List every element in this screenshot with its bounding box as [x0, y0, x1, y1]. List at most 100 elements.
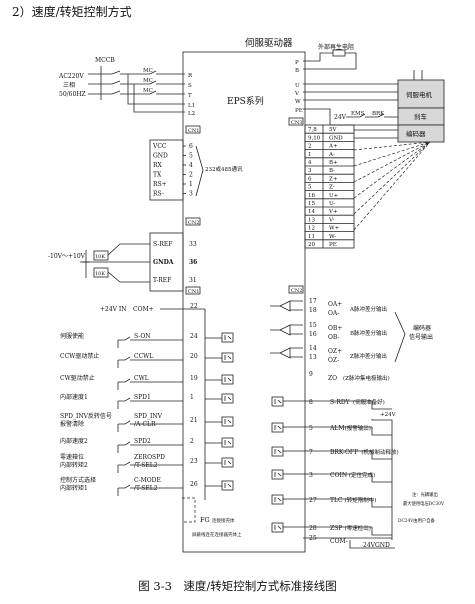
- comm-signal-1: GND: [153, 153, 168, 160]
- enc-signal-11: V-: [328, 217, 334, 223]
- source-line-3: 50/60HZ: [59, 91, 86, 98]
- fg-note: 连接接壳体: [212, 517, 235, 524]
- enc-signal-0: 5V: [329, 127, 337, 133]
- comm-pin-2: 4: [189, 162, 193, 169]
- enc-signal-6: Z+: [329, 176, 338, 182]
- input-desc-3-0: 内部速度1: [60, 393, 88, 401]
- input-opto-1: [221, 352, 234, 363]
- enc-signal-9: U-: [329, 201, 336, 207]
- enc-pin-0: 7,8: [308, 127, 317, 133]
- comm-signal-3: TX: [153, 172, 162, 179]
- comm-label: 232或485通讯: [205, 165, 243, 173]
- output-desc-5: (零速检出): [345, 524, 371, 532]
- out-gnd: 24VGND: [363, 542, 390, 549]
- com-plus-pin: 22: [190, 303, 198, 310]
- out-note-1: 注：光耦输出: [412, 491, 438, 498]
- power-lines: [88, 66, 185, 113]
- resistor-wiring: [303, 49, 399, 126]
- enc-pin-12: 12: [308, 226, 315, 232]
- input-name-7-0: C-MODE: [134, 477, 161, 484]
- enc-pin-1: 9,10: [308, 135, 321, 141]
- resistor-label: 外部再生电阻: [318, 43, 354, 51]
- cn2-tag: [288, 285, 304, 294]
- enc-signal-4: B+: [329, 160, 338, 166]
- term-p: P: [295, 60, 299, 66]
- term-w: W: [295, 99, 301, 105]
- output-pin-3: 3: [309, 472, 313, 479]
- term-l1: L1: [188, 103, 195, 109]
- enc-pin-3: 1: [308, 152, 312, 158]
- input-pin-0: 24: [190, 333, 198, 340]
- comm-pin-5: 3: [189, 191, 193, 198]
- input-opto-7: [221, 480, 234, 491]
- input-pin-4: 21: [190, 417, 198, 424]
- enc-signal-10: V+: [328, 209, 338, 215]
- term-t: T: [188, 93, 192, 99]
- output-name-4: TLC: [330, 497, 343, 504]
- resistor-symbol: [332, 49, 346, 57]
- input-pin-3: 1: [190, 394, 194, 401]
- output-pin-2: 7: [309, 449, 313, 456]
- analog-signal-0: S-REF: [153, 241, 172, 248]
- enc-pin-14: 20: [308, 242, 315, 248]
- input-desc-0-0: 伺服使能: [60, 332, 84, 340]
- shield-bracket: [182, 497, 196, 523]
- input-desc-4-1: 报警清除: [60, 420, 84, 428]
- pulse-pin-b-0: 18: [309, 307, 317, 314]
- input-name-4-0: SPD_INV: [134, 413, 163, 420]
- cn1-label: CN1: [188, 128, 199, 134]
- pulse-block: 1718OA+OA-A脉冲差分输出1516OB+OB-B脉冲差分输出1413OZ…: [270, 298, 387, 364]
- enc-signal-14: PE: [329, 242, 337, 248]
- drive-title: 伺服驱动器: [245, 37, 293, 49]
- input-desc-1-0: CCW驱动禁止: [60, 352, 99, 360]
- output-name-5: ZSP: [330, 525, 342, 532]
- pulse-name-a-0: OA+: [328, 301, 342, 308]
- input-pin-7: 26: [190, 481, 198, 488]
- comm-signal-2: RX: [153, 162, 163, 169]
- pulse-pin-b-2: 13: [309, 354, 317, 361]
- out-supply: +24V: [380, 412, 397, 418]
- term-r: R: [188, 73, 193, 79]
- enc-out-brace: [394, 311, 406, 363]
- output-pin-4: 27: [309, 497, 317, 504]
- input-pin-2: 19: [190, 375, 198, 382]
- enc-signal-3: A-: [328, 152, 335, 158]
- input-pin-1: 20: [190, 353, 198, 360]
- out-supply-rail: [371, 419, 393, 540]
- input-name-6-0: ZEROSPD: [134, 454, 165, 461]
- pot-1-label: 10K: [95, 254, 105, 260]
- mc-label-3: MC: [143, 88, 153, 94]
- enc-pin-10: 14: [308, 209, 315, 215]
- comm-pin-3: 2: [189, 172, 193, 179]
- output-opto-2: [271, 446, 284, 457]
- pulse-pin-a-1: 15: [309, 322, 317, 329]
- input-desc-6-0: 零速箝位: [60, 453, 84, 461]
- pulse-pin-a-2: 14: [309, 345, 317, 352]
- enc-out-label-1: 编码器: [413, 324, 431, 332]
- term-pe: PE: [295, 108, 303, 114]
- cn3-label: CN3: [291, 120, 302, 126]
- analog-pin-1: 36: [189, 259, 197, 266]
- enc-signal-2: A+: [328, 144, 338, 150]
- input-desc-6-1: 内部转矩2: [60, 461, 88, 469]
- comm-signal-0: VCC: [152, 143, 167, 150]
- enc-pin-13: 11: [308, 234, 315, 240]
- zo-pin: 9: [309, 371, 313, 378]
- output-opto-1: [271, 422, 284, 433]
- cn3-tag: [288, 117, 304, 126]
- zo-name: ZO: [328, 375, 337, 382]
- brake-contacts: [346, 113, 398, 118]
- brk-label: BRK: [372, 111, 385, 117]
- enc-signal-12: W+: [329, 226, 340, 232]
- source-line-1: AC220V: [58, 73, 84, 80]
- source-line-2: 三相: [63, 81, 75, 89]
- term-v: V: [294, 91, 300, 97]
- motor-label: 伺服电机: [406, 90, 433, 99]
- input-pin-6: 23: [190, 458, 198, 465]
- input-opto-4: [221, 416, 234, 427]
- pulse-name-b-1: OB-: [328, 334, 339, 341]
